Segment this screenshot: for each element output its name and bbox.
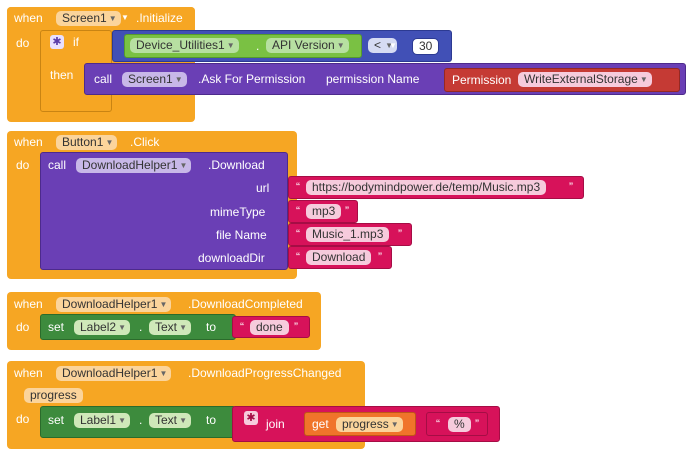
event-name: .DownloadProgressChanged — [188, 366, 342, 380]
event-name: .DownloadCompleted — [188, 297, 303, 311]
chevron-down-icon: ▼ — [385, 41, 394, 50]
permission-label: Permission — [452, 73, 512, 87]
when-label: when — [14, 11, 43, 25]
chevron-down-icon: ▼ — [179, 416, 188, 425]
text-value-url[interactable]: https://bodymindpower.de/temp/Music.mp3 — [306, 180, 547, 195]
to-label: to — [206, 413, 217, 427]
quote-close: ” — [345, 204, 349, 218]
chevron-down-icon: ▼ — [179, 323, 188, 332]
text-value-filename[interactable]: Music_1.mp3 — [306, 227, 390, 242]
chevron-down-icon: ▼ — [159, 369, 168, 378]
param-label-downloaddir: downloadDir — [198, 251, 265, 265]
component-dropdown[interactable]: Screen1▼ — [56, 11, 121, 26]
method-name: .Ask For Permission — [198, 72, 306, 86]
set-label: set — [48, 413, 65, 427]
gear-icon[interactable]: ✱ — [244, 411, 258, 425]
chevron-down-icon: ▼ — [121, 13, 129, 22]
quote-close: ” — [398, 227, 402, 241]
dot-label: . — [139, 413, 143, 427]
join-label: join — [266, 417, 285, 431]
quote-close: ” — [475, 417, 479, 431]
number-field[interactable]: 30 — [412, 38, 440, 55]
chevron-down-icon: ▼ — [639, 75, 648, 84]
if-label: if — [73, 35, 79, 49]
event-param-progress[interactable]: progress — [24, 388, 83, 403]
chevron-down-icon: ▼ — [389, 41, 397, 50]
chevron-down-icon: ▼ — [226, 41, 235, 50]
param-label-url: url — [256, 181, 270, 195]
permission-dropdown[interactable]: WriteExternalStorage▼ — [518, 72, 652, 87]
to-label: to — [206, 320, 217, 334]
component-dropdown[interactable]: Screen1▼ — [122, 72, 187, 87]
text-value-downloaddir[interactable]: Download — [306, 250, 372, 265]
setter-block[interactable] — [40, 406, 236, 438]
quote-close: ” — [294, 320, 298, 334]
quote-close: ” — [378, 250, 382, 264]
chevron-down-icon: ▼ — [118, 416, 127, 425]
operator-dropdown[interactable]: <▼ — [368, 38, 398, 53]
component-dropdown[interactable]: DownloadHelper1▼ — [56, 297, 172, 312]
get-label: get — [312, 417, 329, 431]
chevron-down-icon: ▼ — [159, 300, 168, 309]
component-dropdown[interactable]: Label1▼ — [74, 413, 131, 428]
chevron-down-icon: ▼ — [174, 75, 183, 84]
text-value-percent[interactable]: % — [448, 417, 471, 432]
then-label: then — [50, 68, 74, 82]
quote-open: “ — [436, 417, 440, 431]
text-block-percent[interactable] — [426, 412, 488, 436]
set-label: set — [48, 320, 65, 334]
call-label: call — [48, 158, 67, 172]
quote-open: “ — [296, 250, 300, 264]
text-value-mimetype[interactable]: mp3 — [306, 204, 342, 219]
property-dropdown[interactable]: Text▼ — [149, 320, 192, 335]
quote-open: “ — [240, 320, 244, 334]
do-label: do — [16, 158, 30, 172]
event-name: .Click — [130, 135, 160, 149]
quote-close: ” — [569, 180, 573, 194]
quote-open: “ — [296, 227, 300, 241]
quote-open: “ — [296, 204, 300, 218]
chevron-down-icon: ▼ — [390, 420, 399, 429]
component-dropdown[interactable]: DownloadHelper1▼ — [56, 366, 172, 381]
do-label: do — [16, 320, 30, 334]
when-label: when — [14, 366, 43, 380]
chevron-down-icon: ▼ — [336, 41, 345, 50]
param-label: permission Name — [326, 72, 420, 86]
dot-label: . — [139, 320, 143, 334]
gear-icon[interactable]: ✱ — [50, 35, 64, 49]
component-dropdown[interactable]: DownloadHelper1▼ — [76, 158, 192, 173]
chevron-down-icon: ▼ — [108, 14, 117, 23]
chevron-down-icon: ▼ — [179, 161, 188, 170]
property-dropdown[interactable]: API Version▼ — [266, 38, 349, 53]
component-dropdown[interactable]: Label2▼ — [74, 320, 131, 335]
event-name: .Initialize — [136, 11, 183, 25]
when-label: when — [14, 297, 43, 311]
chevron-down-icon: ▼ — [118, 323, 127, 332]
do-label: do — [16, 412, 30, 426]
param-label-mimetype: mimeType — [210, 205, 266, 219]
dot-label: . — [256, 39, 260, 53]
quote-open: “ — [296, 180, 300, 194]
variable-dropdown[interactable]: progress▼ — [336, 417, 403, 432]
method-name: .Download — [208, 158, 265, 172]
do-label: do — [16, 36, 30, 50]
component-dropdown[interactable]: Device_Utilities1▼ — [130, 38, 239, 53]
component-dropdown[interactable]: Button1▼ — [56, 135, 118, 150]
chevron-down-icon: ▼ — [105, 138, 114, 147]
text-value-done[interactable]: done — [250, 320, 289, 335]
property-dropdown[interactable]: Text▼ — [149, 413, 192, 428]
when-label: when — [14, 135, 43, 149]
param-label-filename: file Name — [216, 228, 267, 242]
setter-block[interactable] — [40, 314, 236, 340]
call-label: call — [94, 72, 113, 86]
